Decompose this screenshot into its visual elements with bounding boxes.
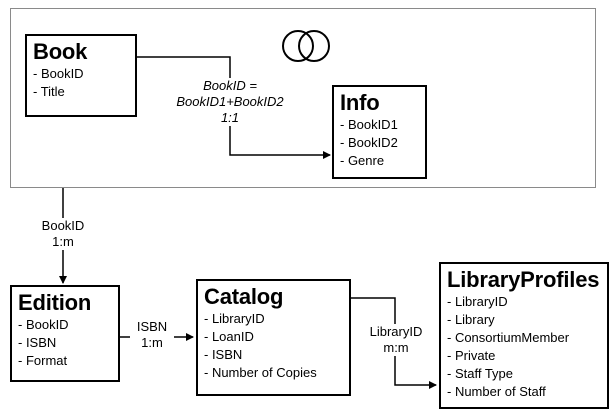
field-libraryid: - LibraryID (204, 311, 265, 326)
rel-edition-catalog-label: ISBN 1:m (130, 319, 174, 351)
entity-book: Book - BookID - Title (25, 34, 137, 117)
entity-edition-title: Edition (18, 290, 92, 315)
entity-book-title: Book (33, 39, 88, 64)
entity-book-fields: - BookID - Title (33, 65, 129, 101)
entity-catalog-title: Catalog (204, 284, 284, 309)
rel-book-edition-label: BookID 1:m (33, 218, 93, 250)
rel-catalog-library-line2: m:m (383, 340, 409, 355)
rel-book-edition-line2: 1:m (52, 234, 74, 249)
entity-library-profiles-fields: - LibraryID - Library - ConsortiumMember… (447, 293, 601, 401)
field-loanid: - LoanID (204, 329, 254, 344)
field-bookid2: - BookID2 (340, 135, 398, 150)
field-bookid: - BookID (33, 66, 84, 81)
field-number-of-staff: - Number of Staff (447, 384, 546, 399)
entity-info: Info - BookID1 - BookID2 - Genre (332, 85, 427, 179)
rel-book-info-line3: 1:1 (220, 110, 240, 125)
rel-book-info-line1: BookID = (203, 78, 257, 93)
rel-catalog-library-label: LibraryID m:m (359, 324, 433, 356)
entity-catalog: Catalog - LibraryID - LoanID - ISBN - Nu… (196, 279, 351, 396)
field-private: - Private (447, 348, 496, 363)
rel-edition-catalog-line1: ISBN (136, 319, 168, 334)
entity-info-fields: - BookID1 - BookID2 - Genre (340, 116, 419, 170)
entity-catalog-fields: - LibraryID - LoanID - ISBN - Number of … (204, 310, 343, 382)
rel-catalog-library-line1: LibraryID (369, 324, 423, 339)
rel-book-edition-line1: BookID (41, 218, 85, 233)
field-staff-type: - Staff Type (447, 366, 514, 381)
entity-library-profiles-title: LibraryProfiles (447, 267, 600, 292)
entity-info-title: Info (340, 90, 380, 115)
field-number-of-copies: - Number of Copies (204, 365, 317, 380)
field-libraryid: - LibraryID (447, 294, 508, 309)
field-genre: - Genre (340, 153, 385, 168)
field-isbn: - ISBN (18, 335, 57, 350)
rel-book-info-line2: BookID1+BookID2 (176, 94, 284, 109)
venn-diagram-icon (282, 30, 330, 62)
field-bookid1: - BookID1 (340, 117, 398, 132)
field-title: - Title (33, 84, 65, 99)
entity-edition-fields: - BookID - ISBN - Format (18, 316, 112, 370)
rel-edition-catalog-line2: 1:m (141, 335, 163, 350)
field-bookid: - BookID (18, 317, 69, 332)
rel-book-info-label: BookID = BookID1+BookID2 1:1 (160, 78, 300, 126)
field-isbn: - ISBN (204, 347, 243, 362)
entity-edition: Edition - BookID - ISBN - Format (10, 285, 120, 382)
field-consortium-member: - ConsortiumMember (447, 330, 570, 345)
entity-library-profiles: LibraryProfiles - LibraryID - Library - … (439, 262, 609, 409)
field-library: - Library (447, 312, 495, 327)
field-format: - Format (18, 353, 68, 368)
